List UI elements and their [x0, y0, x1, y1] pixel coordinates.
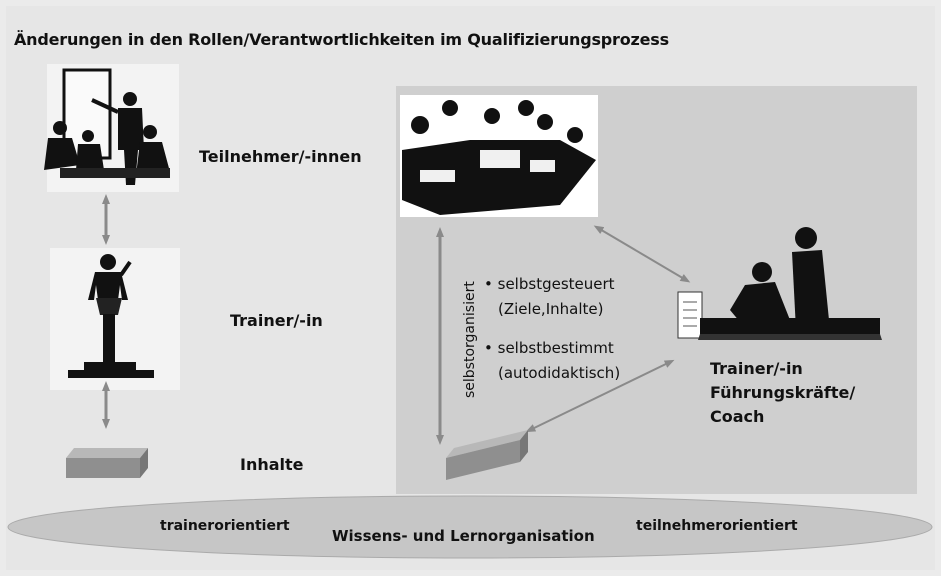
label-knowledge-organization: Wissens- und Lernorganisation: [332, 527, 595, 545]
bullet-dot: •: [484, 339, 493, 357]
knowledge-ellipse: [7, 495, 933, 559]
classroom-icon: [44, 68, 170, 185]
coaching-icon: [677, 227, 882, 340]
speaker-icon: [68, 254, 154, 378]
bullet-selfdetermined-line1: selbstbestimmt: [497, 339, 614, 357]
label-participant-oriented: teilnehmerorientiert: [636, 518, 798, 534]
contents-block-right: [446, 430, 528, 480]
role-coach: Coach: [710, 407, 765, 426]
bullet-selfcontrolled-line1: selbstgesteuert: [497, 275, 615, 293]
label-trainer-oriented: trainerorientiert: [160, 518, 290, 534]
arrow-coach-contents: [525, 359, 675, 433]
label-selforganized: selbstorganisiert: [462, 281, 478, 398]
contents-block-left: [66, 448, 148, 478]
bullet-selfdetermined-line2: (autodidaktisch): [498, 364, 621, 382]
role-trainer: Trainer/-in: [710, 359, 803, 378]
label-contents: Inhalte: [240, 455, 304, 474]
label-trainer: Trainer/-in: [230, 311, 323, 330]
label-participants: Teilnehmer/-innen: [199, 147, 362, 166]
diagram-title: Änderungen in den Rollen/Verantwortlichk…: [14, 30, 669, 49]
bullet-selfcontrolled-line2: (Ziele,Inhalte): [498, 300, 604, 318]
bullet-selfdetermined: • selbstbestimmt: [484, 336, 614, 360]
bullet-dot: •: [484, 275, 493, 293]
role-managers: Führungskräfte/: [710, 383, 856, 402]
arrow-meeting-coach: [593, 225, 691, 283]
bullet-selfcontrolled: • selbstgesteuert: [484, 272, 615, 296]
meeting-icon: [400, 95, 598, 217]
